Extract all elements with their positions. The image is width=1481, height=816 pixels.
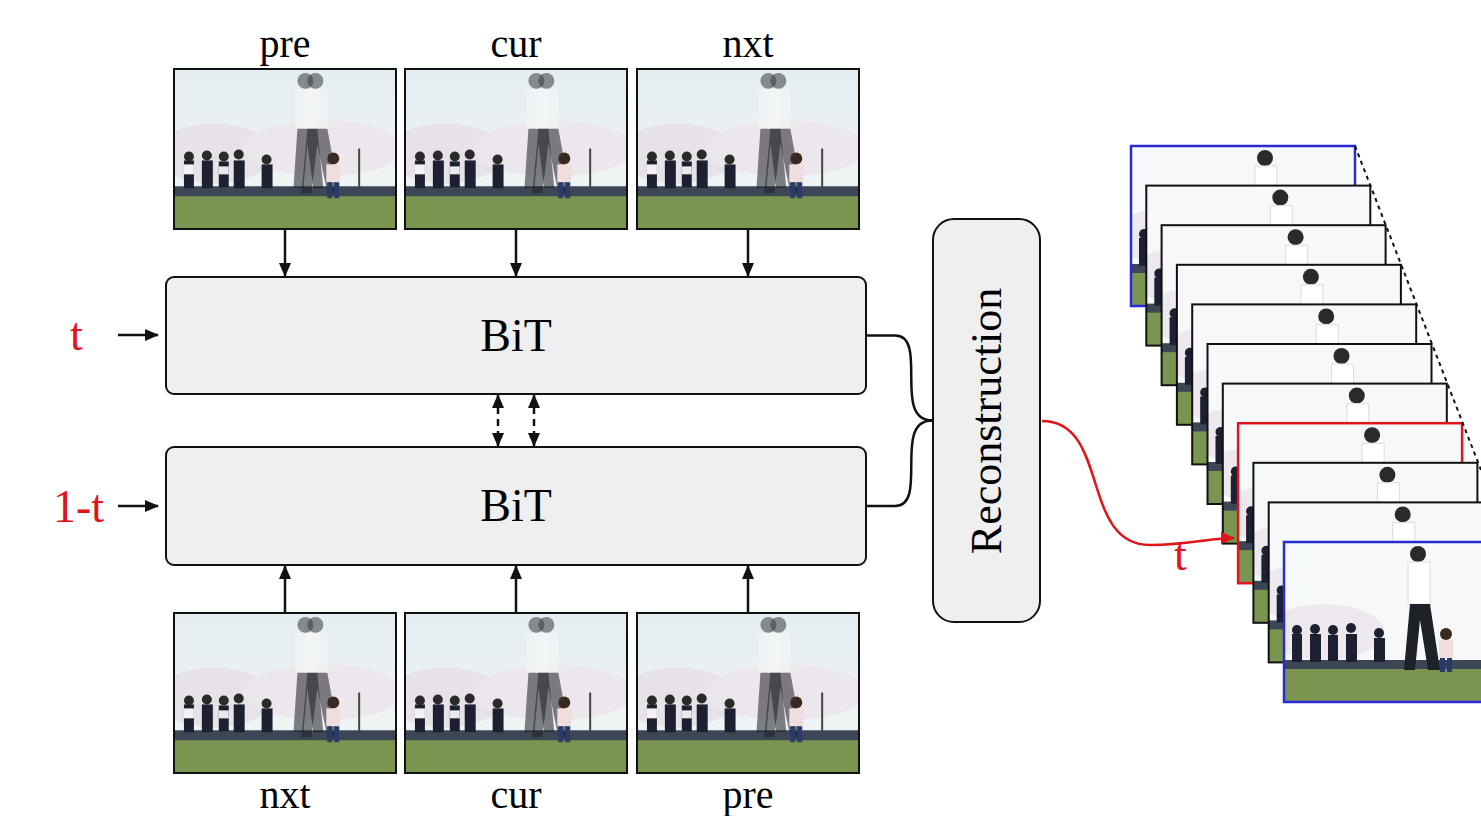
- frame-label: nxt: [722, 24, 773, 64]
- interaction-arrow: [497, 395, 500, 446]
- block-label: BiT: [480, 483, 552, 529]
- input-arrow: [118, 505, 158, 508]
- frame-input: pre: [636, 612, 860, 774]
- time-label: 1-t: [53, 484, 104, 530]
- reconstruction-block: Reconstruction: [932, 218, 1041, 623]
- connector: [515, 230, 518, 276]
- frame-label: cur: [490, 775, 541, 815]
- input-arrow: [118, 334, 158, 337]
- photo: [617, 613, 866, 773]
- connector: [867, 421, 932, 507]
- frame-label: pre: [259, 24, 310, 64]
- photo: [385, 613, 634, 773]
- frame-input: cur: [404, 612, 628, 774]
- frame-label: pre: [722, 775, 773, 815]
- interaction-arrow: [533, 395, 536, 446]
- time-label: t: [1174, 532, 1187, 578]
- time-label: t: [70, 312, 83, 358]
- photo: [154, 69, 403, 229]
- photo: [385, 69, 634, 229]
- connector: [284, 566, 287, 612]
- frame-stack: [1111, 146, 1481, 702]
- connector: [515, 566, 518, 612]
- frame-input: nxt: [173, 612, 397, 774]
- photo: [154, 613, 403, 773]
- connector: [284, 230, 287, 276]
- block-label: BiT: [480, 313, 552, 359]
- frame-border: [1284, 542, 1481, 702]
- connector: [867, 336, 932, 421]
- photo: [617, 69, 866, 229]
- bit-block: BiT: [165, 446, 867, 566]
- bit-block: BiT: [165, 276, 867, 395]
- output-arrow: [1042, 421, 1234, 545]
- stack-edge: [1355, 146, 1481, 470]
- connector: [747, 566, 750, 612]
- frame-label: nxt: [259, 775, 310, 815]
- frame-label: cur: [490, 24, 541, 64]
- frame-input: cur: [404, 68, 628, 230]
- frame-input: pre: [173, 68, 397, 230]
- frame-image: [1264, 542, 1481, 702]
- block-label: Reconstruction: [965, 287, 1009, 553]
- frame-input: nxt: [636, 68, 860, 230]
- connector: [747, 230, 750, 276]
